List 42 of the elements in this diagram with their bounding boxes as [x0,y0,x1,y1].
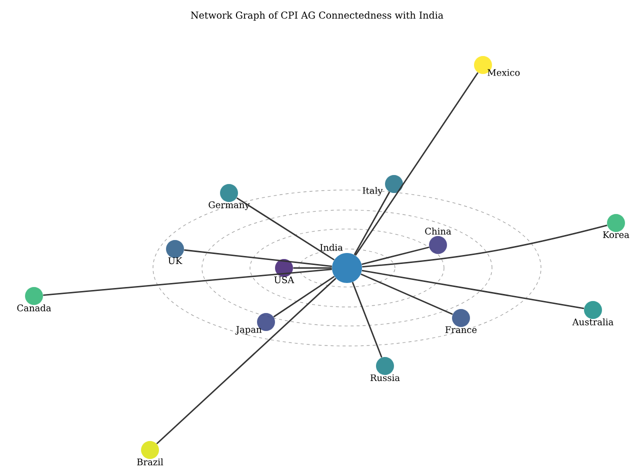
node-label: Russia [370,374,400,382]
edge-line [273,276,335,318]
node-label: France [445,326,477,334]
country-node: Russia [370,356,400,382]
edge-line [362,246,430,265]
country-node: India [320,244,362,283]
country-node: UK [166,240,184,264]
country-node: Japan [235,312,275,335]
edge-line [156,278,336,444]
node-label: Mexico [488,69,520,76]
edge-line [362,224,608,268]
country-node: Australia [572,301,614,326]
node-label: China [425,228,452,235]
edge-line [43,268,332,296]
edge-line [362,270,584,310]
node-label: Korea [603,231,630,238]
country-node: France [445,308,477,334]
edge-line [354,72,478,256]
edge-line [236,197,335,260]
edge-line [184,249,332,268]
country-node: Mexico [474,56,520,76]
node-label: Canada [17,304,52,312]
country-node: USA [274,259,294,284]
country-node: Brazil [137,440,164,466]
edge-line [293,267,332,269]
country-node: China [425,228,452,254]
node-label: Germany [208,201,250,210]
chart-title: Network Graph of CPI AG Connectedness with India [190,11,444,21]
edge-line [352,282,382,358]
country-node: Korea [603,214,630,238]
node-label: Italy [362,186,383,196]
country-node: Canada [17,287,52,312]
node-label: Japan [235,326,262,335]
node-label: Australia [572,318,614,326]
node-label: UK [168,257,182,264]
country-node: Germany [208,184,250,210]
country-node: Italy [362,175,403,196]
node-label: Brazil [137,458,164,466]
node-label: USA [274,276,294,284]
edge-line [354,192,390,256]
node-label: India [320,244,343,251]
edge-line [360,273,453,315]
